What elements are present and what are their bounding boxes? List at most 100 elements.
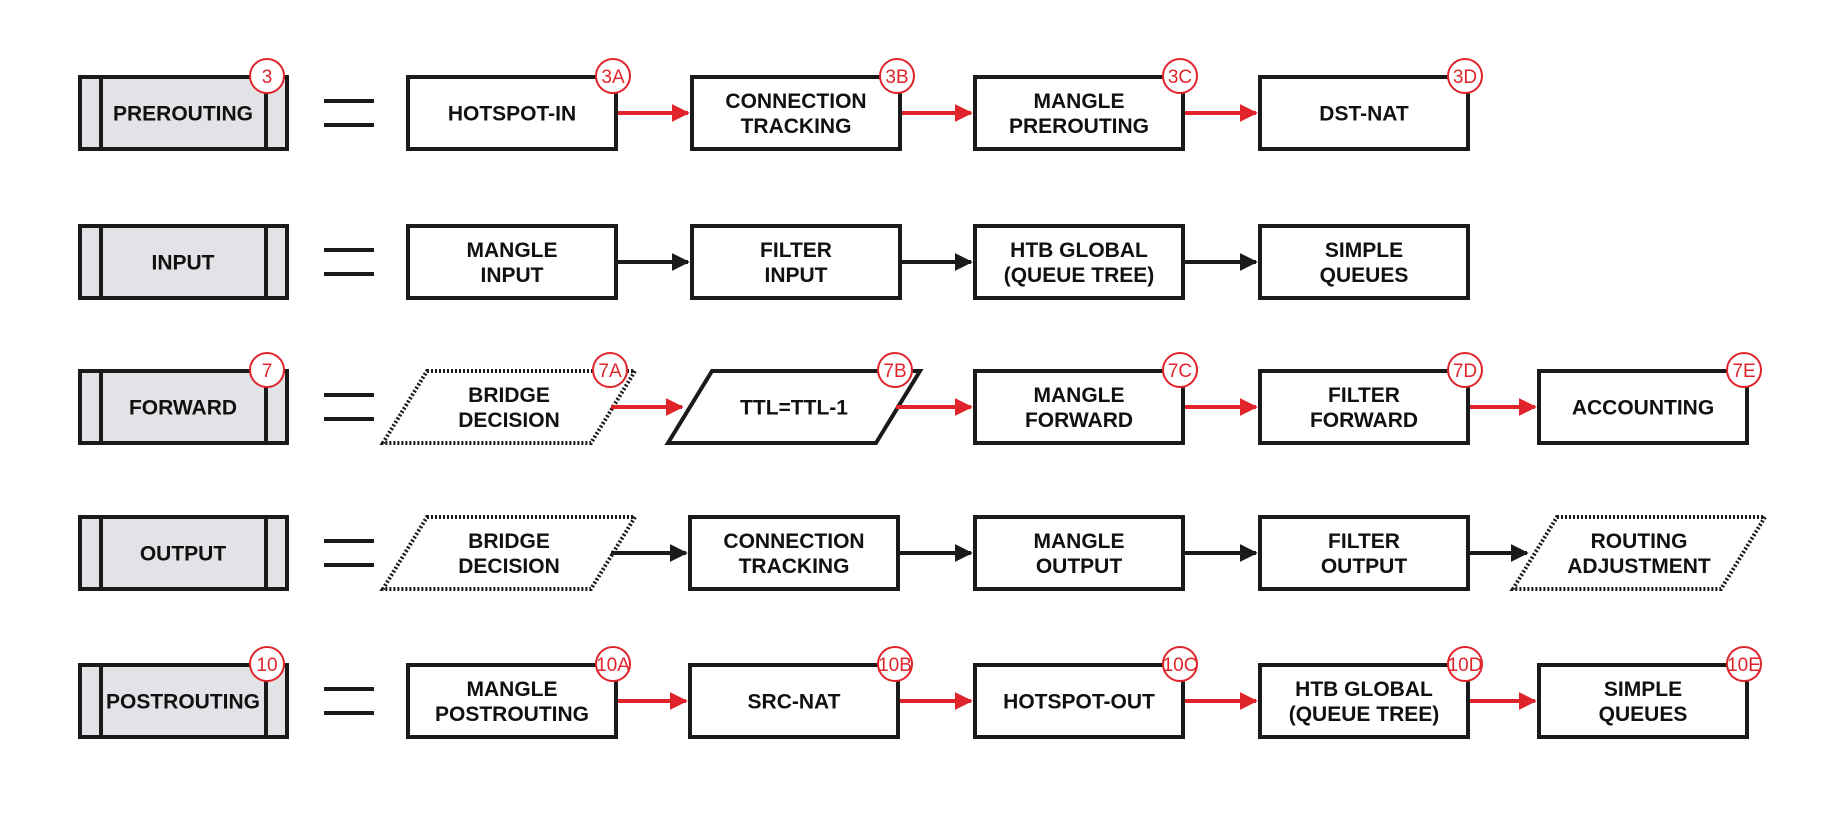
chain-forward-step-5-badge: 7E	[1732, 361, 1755, 382]
chain-forward-step-3-badge: 7C	[1168, 361, 1192, 382]
chain-postrouting-step-3-box	[973, 663, 1185, 739]
chain-postrouting-step-3-badge-circle	[1162, 646, 1198, 682]
chain-output-step-5-line: ROUTING	[1591, 530, 1688, 553]
chain-output-step-4-rect	[1258, 515, 1470, 591]
chain-forward-step-4-line: FILTER	[1328, 384, 1400, 407]
chain-postrouting-step-3-line: HOTSPOT-OUT	[1003, 691, 1155, 714]
chain-input-label: INPUT	[152, 252, 215, 275]
chain-prerouting-step-1-badge: 3A	[601, 67, 625, 88]
chain-forward-step-1-box	[379, 369, 639, 445]
chain-postrouting-step-4-line: HTB GLOBAL	[1295, 678, 1433, 701]
chain-forward-badge: 7	[262, 361, 273, 382]
chain-output-step-2-box	[688, 515, 900, 591]
chain-postrouting-step-5-rect	[1537, 663, 1749, 739]
chain-postrouting-step-5-line: SIMPLE	[1604, 678, 1682, 701]
chain-postrouting-step-4-box	[1258, 663, 1470, 739]
chain-output-step-3-line: OUTPUT	[1036, 555, 1123, 578]
chain-forward-badge-circle	[249, 352, 285, 388]
chain-forward-step-5-rect	[1537, 369, 1749, 445]
chain-prerouting-step-2-rect	[690, 75, 902, 151]
chain-prerouting-step-4-badge: 3D	[1453, 67, 1477, 88]
chain-forward-step-3-badge-circle	[1162, 352, 1198, 388]
chain-prerouting-step-2-line: TRACKING	[741, 115, 852, 138]
chain-input-step-4-line: QUEUES	[1320, 264, 1409, 287]
chain-prerouting-step-2-line: CONNECTION	[725, 90, 866, 113]
chain-postrouting-step-4-rect	[1258, 663, 1470, 739]
chain-forward-step-1-parallelogram	[379, 369, 639, 445]
chain-prerouting-badge-circle	[249, 58, 285, 94]
chain-postrouting-step-1-line: MANGLE	[467, 678, 558, 701]
chain-forward-step-2-badge: 7B	[883, 361, 906, 382]
chain-output-step-2-line: TRACKING	[739, 555, 850, 578]
chain-prerouting-box: PREROUTING	[78, 75, 289, 151]
chain-postrouting-badge: 10	[256, 655, 277, 676]
chain-prerouting-frame	[78, 75, 289, 151]
chain-output-step-3-line: MANGLE	[1034, 530, 1125, 553]
chain-forward-step-4-badge-circle	[1447, 352, 1483, 388]
chain-postrouting-step-1-rect	[406, 663, 618, 739]
chain-forward-label: FORWARD	[129, 397, 237, 420]
chain-input-step-4-line: SIMPLE	[1325, 239, 1403, 262]
chain-forward-step-5-box	[1537, 369, 1749, 445]
chain-input-step-4-box	[1258, 224, 1470, 300]
chain-output-label: OUTPUT	[140, 543, 227, 566]
chain-prerouting-step-1-line: HOTSPOT-IN	[448, 103, 576, 126]
chain-input-step-1-rect	[406, 224, 618, 300]
chain-input-step-3-box	[973, 224, 1185, 300]
chain-prerouting-step-2-badge-circle	[879, 58, 915, 94]
chain-output-step-3-rect	[973, 515, 1185, 591]
chain-input-step-2-line: INPUT	[765, 264, 828, 287]
chain-forward-step-3-line: MANGLE	[1034, 384, 1125, 407]
chain-postrouting-badge-circle	[249, 646, 285, 682]
chain-prerouting-step-4-rect	[1258, 75, 1470, 151]
chain-input-step-4-rect	[1258, 224, 1470, 300]
chain-input-frame	[78, 224, 289, 300]
chain-forward-step-1-line: DECISION	[458, 409, 560, 432]
chain-prerouting-badge: 3	[262, 67, 273, 88]
chain-postrouting-box: POSTROUTING	[78, 663, 289, 739]
chain-postrouting-step-1-badge: 10A	[596, 655, 630, 676]
chain-postrouting-step-1-line: POSTROUTING	[435, 703, 589, 726]
chain-input-step-2-line: FILTER	[760, 239, 832, 262]
chain-postrouting-step-3-badge: 10C	[1163, 655, 1198, 676]
chain-input-box: INPUT	[78, 224, 289, 300]
chain-postrouting-step-2-box	[688, 663, 900, 739]
chain-forward-frame	[78, 369, 289, 445]
chain-output-step-2-rect	[688, 515, 900, 591]
chain-prerouting-label: PREROUTING	[113, 103, 253, 126]
chain-input-step-1-box	[406, 224, 618, 300]
chain-prerouting-step-4-line: DST-NAT	[1319, 103, 1409, 126]
chain-output-step-1-line: BRIDGE	[468, 530, 550, 553]
chain-postrouting-step-2-badge-circle	[877, 646, 913, 682]
chain-input-step-1-line: INPUT	[481, 264, 544, 287]
chain-output-step-1-line: DECISION	[458, 555, 560, 578]
chain-prerouting-step-3-line: PREROUTING	[1009, 115, 1149, 138]
chain-output-step-2-line: CONNECTION	[723, 530, 864, 553]
chain-forward-step-1-line: BRIDGE	[468, 384, 550, 407]
chain-output-step-4-box	[1258, 515, 1470, 591]
chain-postrouting-step-4-badge: 10D	[1448, 655, 1483, 676]
chain-prerouting-step-1-box	[406, 75, 618, 151]
chain-input-step-3-line: HTB GLOBAL	[1010, 239, 1148, 262]
chain-prerouting-step-3-badge-circle	[1162, 58, 1198, 94]
chain-postrouting-step-5-box	[1537, 663, 1749, 739]
chain-prerouting-step-3-badge: 3C	[1168, 67, 1192, 88]
chain-prerouting-step-2-badge: 3B	[885, 67, 908, 88]
chain-output-frame	[78, 515, 289, 591]
chain-input-step-3-rect	[973, 224, 1185, 300]
chain-forward-step-5-line: ACCOUNTING	[1572, 397, 1714, 420]
chain-postrouting-step-4-line: (QUEUE TREE)	[1289, 703, 1440, 726]
chain-postrouting-label: POSTROUTING	[106, 691, 260, 714]
chain-output-step-1-box	[379, 515, 639, 591]
chain-forward-step-2-parallelogram	[664, 369, 924, 445]
chain-postrouting-frame	[78, 663, 289, 739]
chain-forward-step-1-badge: 7A	[598, 361, 622, 382]
chain-postrouting-step-5-badge-circle	[1726, 646, 1762, 682]
chain-forward-step-4-badge: 7D	[1453, 361, 1477, 382]
chain-postrouting-step-2-rect	[688, 663, 900, 739]
chain-postrouting-step-1-badge-circle	[595, 646, 631, 682]
chain-postrouting-step-1-box	[406, 663, 618, 739]
chain-output-step-4-line: FILTER	[1328, 530, 1400, 553]
chain-forward-box: FORWARD	[78, 369, 289, 445]
